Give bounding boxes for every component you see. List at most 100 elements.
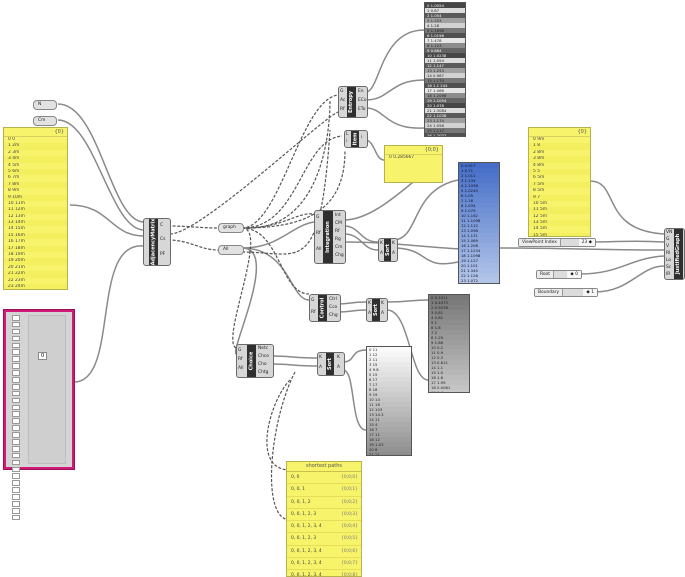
pink-checkbox[interactable] (12, 425, 20, 431)
integration-out-rf[interactable]: Rf (335, 229, 340, 234)
pink-checkbox[interactable] (12, 501, 20, 507)
integration-in-all[interactable]: All (316, 247, 322, 252)
entropy-in-g[interactable]: G (340, 89, 344, 94)
choice-in-all[interactable]: All (238, 366, 244, 371)
pink-checkbox[interactable] (12, 487, 20, 493)
choice-out-cho[interactable]: Cho (258, 362, 267, 367)
pink-checkbox[interactable] (12, 432, 20, 438)
integration-in-rf[interactable]: Rf (316, 231, 321, 236)
boundary-slider[interactable]: Boundary ◆ 1 (534, 288, 598, 297)
pink-checkbox[interactable] (12, 445, 20, 452)
integration-out-chg[interactable]: Chg (335, 253, 344, 258)
entropy-out-eto[interactable]: ETo (358, 107, 366, 112)
sort-component-2[interactable]: K A Sort K A (366, 298, 388, 322)
jg-in-ri[interactable]: RI (666, 251, 671, 256)
entropy-in-ac[interactable]: Ac (340, 98, 346, 103)
jg-in-sc[interactable]: Sc (666, 265, 672, 270)
control-out-cco[interactable]: Cco (329, 305, 338, 310)
pink-checkbox[interactable] (12, 335, 20, 342)
pink-checkbox[interactable] (12, 363, 20, 369)
adjacency-out-cs[interactable]: Cs (160, 237, 166, 242)
entropy-value-panel[interactable]: {0;0} 0 0.285667 (384, 145, 443, 183)
sort3-out-a[interactable]: A (337, 365, 341, 370)
pink-checkbox[interactable] (12, 377, 20, 383)
pink-checkbox[interactable] (12, 480, 20, 486)
control-in-rf[interactable]: Rf (311, 310, 316, 315)
control-out-chg[interactable]: Chg (329, 313, 338, 318)
integration-out-rg[interactable]: Rg (335, 237, 341, 242)
pink-checkbox[interactable] (12, 452, 20, 459)
pink-checkbox[interactable] (12, 315, 20, 321)
list-item-component[interactable]: L i Item i (344, 130, 368, 148)
sort2-in-a[interactable]: A (368, 311, 372, 316)
pink-checkbox[interactable] (12, 321, 20, 328)
jg-in-lo[interactable]: Lo (666, 258, 672, 263)
pink-checkbox[interactable] (12, 466, 20, 473)
pink-checkbox[interactable] (12, 356, 20, 362)
pink-checkbox[interactable] (12, 507, 20, 514)
pink-checkbox[interactable] (12, 439, 20, 445)
integration-in-g[interactable]: G (316, 215, 320, 220)
sort1-out-a[interactable]: A (392, 251, 396, 256)
sort3-out-k[interactable]: K (337, 355, 340, 360)
entropy-component[interactable]: G Ac Rf Entropy En ECo ETo (338, 86, 368, 118)
item-out-i[interactable]: i (361, 135, 363, 140)
integration-out-cm2[interactable]: Cm (335, 245, 343, 250)
pink-checkbox[interactable] (12, 418, 20, 424)
sort1-in-a[interactable]: A (380, 251, 384, 256)
choice-out-netc[interactable]: Netc (258, 346, 269, 351)
param-n[interactable]: N (33, 100, 57, 110)
item-in-l[interactable]: L (346, 132, 349, 137)
pink-checkbox[interactable] (12, 459, 20, 466)
pink-panel[interactable]: 0 (3, 309, 75, 521)
control-component[interactable]: G Rf Control Ctrl Cco Chg (309, 294, 341, 322)
sort3-in-k[interactable]: K (319, 355, 322, 360)
pink-checkbox[interactable] (12, 411, 20, 418)
root-slider[interactable]: Root ◆ 0 (536, 270, 582, 279)
param-cm[interactable]: Cm (33, 116, 57, 126)
jg-in-g[interactable]: G (666, 237, 670, 242)
choice-in-g[interactable]: G (238, 348, 242, 353)
pink-checkbox[interactable] (12, 514, 20, 521)
sort-component-3[interactable]: K A Sort K A (317, 352, 345, 376)
sort2-out-a[interactable]: A (381, 311, 385, 316)
adjacency-component[interactable]: AdjacencyMatrix C Cs PF (143, 218, 171, 266)
item-in-i[interactable]: i (346, 139, 348, 144)
viewpoint-index-slider[interactable]: ViewPoint Index 23 ◆ (518, 238, 596, 247)
pink-checkbox[interactable] (12, 397, 20, 404)
entropy-in-rf[interactable]: Rf (340, 107, 345, 112)
pink-checkbox[interactable] (12, 342, 20, 349)
shortest-paths-panel[interactable]: shortest paths 0, 0{0;0;0}0, 0, 1{0;0;1}… (286, 461, 362, 577)
pink-checkbox[interactable] (12, 494, 20, 500)
sort-component-1[interactable]: K A Sort K A (378, 238, 398, 262)
entropy-out-eco[interactable]: ECo (358, 98, 367, 103)
choice-in-rf[interactable]: Rf (238, 357, 243, 362)
sort1-out-k[interactable]: K (392, 241, 395, 246)
choice-out-chce[interactable]: Chce (258, 354, 269, 359)
sort1-in-k[interactable]: K (380, 241, 383, 246)
pink-checkbox[interactable] (12, 390, 20, 397)
control-out-ctrl[interactable]: Ctrl (329, 297, 337, 302)
sort2-out-k[interactable]: K (381, 301, 384, 306)
sort3-in-a[interactable]: A (319, 365, 323, 370)
pink-checkbox[interactable] (12, 349, 20, 356)
choice-component[interactable]: G Rf All Choice Netc Chce Cho Chtg (236, 344, 274, 378)
jg-in-ir[interactable]: IR (666, 272, 671, 277)
jg-in-vn[interactable]: VN (666, 230, 673, 235)
pink-checkbox[interactable] (12, 383, 20, 390)
jg-in-v[interactable]: V (666, 244, 670, 249)
integration-out-cm[interactable]: CM (335, 221, 342, 226)
pink-checkbox[interactable] (12, 473, 20, 480)
pink-checkbox[interactable] (12, 370, 20, 376)
adjacency-out-pf[interactable]: PF (160, 252, 166, 257)
pink-checkbox[interactable] (12, 404, 20, 411)
justified-graph-component[interactable]: VN G V RI Lo Sc IR JustifiedGraph (664, 228, 685, 280)
sort2-in-k[interactable]: K (368, 301, 371, 306)
graph-relay[interactable]: graph (218, 223, 244, 233)
